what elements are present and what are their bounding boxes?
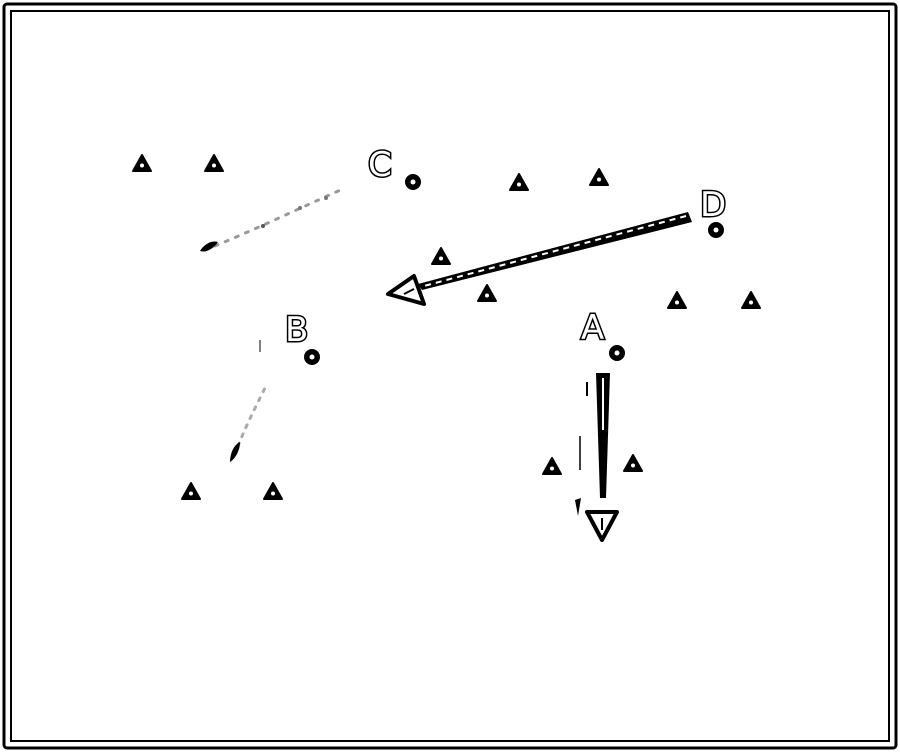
label-b: B [285, 310, 308, 350]
marker-icon-9 [542, 457, 562, 475]
marker-icon-6 [477, 284, 497, 302]
point-a [609, 345, 625, 361]
label-d: D [700, 185, 726, 225]
marker-icon-8 [741, 291, 761, 309]
marker-icon-12 [263, 482, 283, 500]
marker-icon-3 [509, 173, 529, 191]
label-a: A [581, 308, 604, 348]
trail-b [230, 340, 268, 462]
marker-icon-4 [589, 168, 609, 186]
frame-inner [10, 10, 890, 742]
marker-icon-7 [667, 291, 687, 309]
arrow-icon-d [386, 212, 692, 306]
point-d [708, 222, 724, 238]
marker-icon-5 [431, 247, 451, 265]
marker-icon-2 [204, 154, 224, 172]
label-c: C [368, 145, 392, 185]
marker-icon-11 [181, 482, 201, 500]
point-c [405, 174, 421, 190]
marker-icon-10 [623, 454, 643, 472]
arrow-icon-a [575, 373, 619, 542]
point-b [304, 349, 320, 365]
marker-icon-1 [132, 154, 152, 172]
trail-c [200, 186, 347, 252]
